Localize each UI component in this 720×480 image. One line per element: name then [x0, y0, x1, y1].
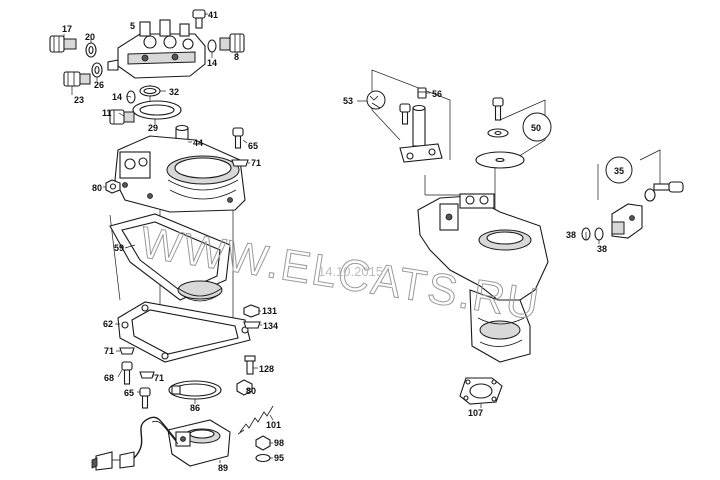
label-131: 131 — [262, 306, 277, 316]
fitting-23 — [63, 71, 91, 87]
nut-131 — [243, 304, 260, 318]
label-65-top: 65 — [248, 141, 258, 151]
label-11: 11 — [102, 108, 112, 118]
label-50: 50 — [531, 123, 541, 133]
actuator-cable — [112, 416, 179, 461]
washer-95 — [255, 453, 271, 463]
label-62: 62 — [103, 319, 113, 329]
screw-65-lower — [139, 387, 151, 409]
bolt-50 — [487, 97, 509, 138]
label-5: 5 — [130, 21, 135, 31]
callout-bubble-35 — [605, 156, 633, 184]
label-26: 26 — [94, 80, 104, 90]
label-53: 53 — [343, 96, 353, 106]
label-23: 23 — [74, 95, 84, 105]
label-71-top: 71 — [251, 158, 261, 168]
label-29: 29 — [148, 123, 158, 133]
label-14-side: 14 — [112, 92, 122, 102]
label-128: 128 — [259, 364, 274, 374]
nut-71-top — [231, 159, 249, 167]
sensor-bracket — [399, 103, 443, 163]
spring-101 — [237, 405, 274, 435]
label-14-top: 14 — [207, 58, 217, 68]
diaphragm-50 — [475, 151, 525, 169]
fitting-17 — [49, 35, 77, 53]
washer-20 — [85, 42, 97, 58]
control-unit-5 — [107, 19, 206, 79]
date-stamp: 14.10.2015 — [318, 264, 383, 279]
screw-65-top — [232, 127, 244, 149]
cap-56 — [417, 87, 427, 99]
nut-71-center — [139, 371, 155, 379]
fitting-8 — [219, 33, 245, 53]
stud-128 — [244, 355, 256, 375]
screw-35 — [644, 181, 684, 202]
gasket-29 — [132, 100, 182, 120]
label-59: 59 — [114, 243, 124, 253]
label-80-right: 80 — [246, 386, 256, 396]
o-ring-32 — [139, 85, 161, 97]
screw-41 — [192, 9, 206, 29]
gasket-59 — [109, 213, 231, 302]
switch-35 — [611, 203, 643, 239]
label-89: 89 — [218, 463, 228, 473]
label-8: 8 — [234, 52, 239, 62]
leader-lines-left — [63, 13, 274, 463]
label-65-lower: 65 — [124, 388, 134, 398]
part-number-labels: 5 41 17 20 26 23 14 8 14 32 11 29 44 65 … — [62, 10, 624, 473]
label-95: 95 — [274, 453, 284, 463]
label-98: 98 — [274, 438, 284, 448]
label-17: 17 — [62, 24, 72, 34]
washer-38-b — [594, 227, 604, 241]
base-plate-62 — [117, 301, 251, 363]
nut-134 — [243, 321, 261, 329]
washer-98 — [255, 435, 271, 451]
label-35: 35 — [614, 166, 624, 176]
label-71-center: 71 — [154, 373, 164, 383]
label-38-a: 38 — [566, 230, 576, 240]
bolt-68 — [121, 361, 133, 385]
washer-26 — [91, 62, 103, 78]
nut-80-right — [236, 379, 253, 396]
gasket-107 — [459, 377, 503, 405]
label-68: 68 — [104, 373, 114, 383]
actuator-89 — [91, 419, 231, 471]
fitting-11 — [109, 109, 135, 125]
label-86: 86 — [190, 403, 200, 413]
leader-lines-right — [357, 92, 600, 408]
label-80-left: 80 — [92, 183, 102, 193]
label-32: 32 — [169, 87, 179, 97]
label-56: 56 — [432, 89, 442, 99]
washer-14-top — [207, 39, 217, 53]
wrench-icon-53 — [366, 90, 386, 110]
label-41: 41 — [208, 10, 218, 20]
label-107: 107 — [468, 408, 483, 418]
label-20: 20 — [85, 32, 95, 42]
label-38-b: 38 — [597, 244, 607, 254]
clamp-86 — [168, 380, 222, 400]
label-101: 101 — [266, 420, 281, 430]
label-44: 44 — [193, 138, 203, 148]
nut-80-left — [105, 179, 121, 194]
throttle-housing — [114, 124, 246, 213]
label-134: 134 — [263, 321, 278, 331]
callout-bubble-50 — [522, 112, 552, 142]
nut-71-left — [119, 347, 135, 355]
mixture-body — [417, 193, 549, 363]
label-71-left: 71 — [104, 346, 114, 356]
